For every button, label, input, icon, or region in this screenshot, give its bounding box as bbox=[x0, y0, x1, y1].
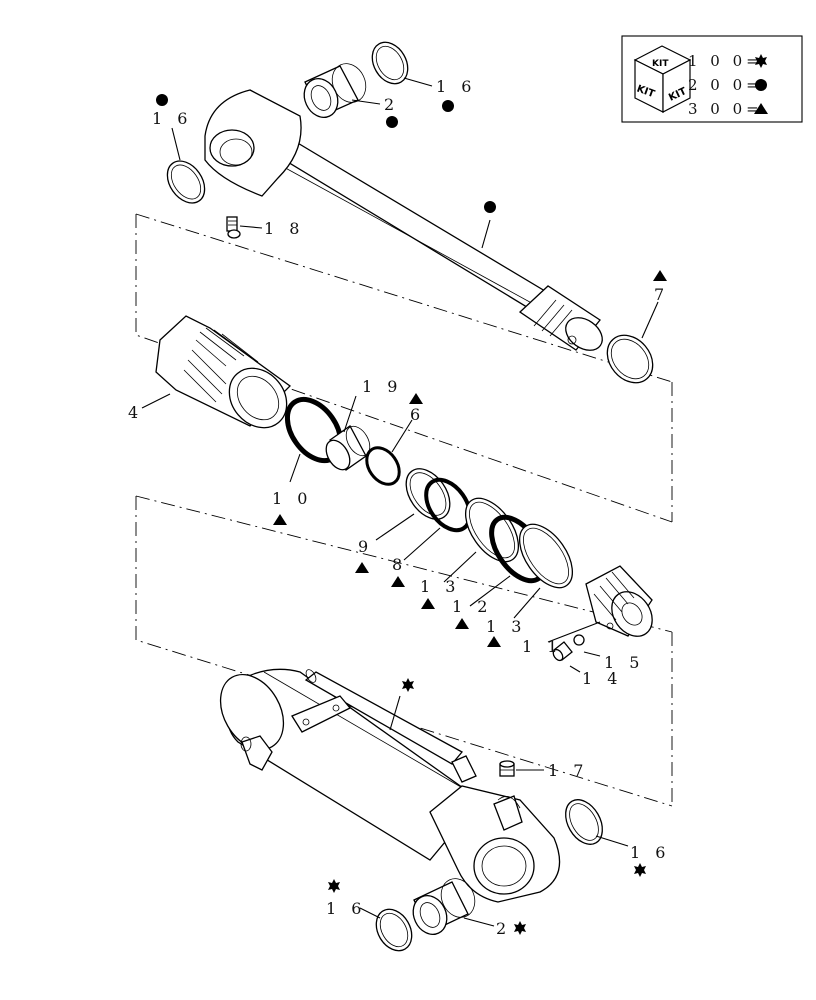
triangle-icon bbox=[421, 598, 435, 609]
callout-15: 1 5 bbox=[604, 653, 644, 672]
callout-11: 1 1 bbox=[522, 637, 562, 656]
seal-ring-6 bbox=[365, 446, 401, 486]
kit-badge-top: KIT bbox=[652, 59, 669, 69]
callout-8: 8 bbox=[392, 555, 407, 574]
callout-16-bottom-left: 1 6 bbox=[326, 899, 366, 918]
callout-16-top-left: 1 6 bbox=[152, 109, 192, 128]
seal-ring-16-top-left bbox=[166, 160, 206, 204]
triangle-icon bbox=[391, 576, 405, 587]
star-icon bbox=[755, 54, 767, 68]
callout-4: 4 bbox=[128, 403, 143, 422]
triangle-icon bbox=[754, 103, 768, 114]
set-screw-14 bbox=[552, 641, 573, 662]
callout-2-bottom: 2 bbox=[496, 919, 511, 938]
callout-13a: 1 3 bbox=[420, 577, 460, 596]
circle-icon bbox=[442, 100, 454, 112]
assembly-outline-lower bbox=[135, 495, 673, 807]
triangle-icon bbox=[653, 270, 667, 281]
kit-legend: KIT KIT KIT 1 0 0= 2 0 0= 3 0 0= bbox=[621, 35, 803, 123]
callout-7: 7 bbox=[654, 285, 669, 304]
seal-ring-16-top-right bbox=[371, 41, 409, 85]
circle-icon bbox=[386, 116, 398, 128]
kit-row-200-code: 2 0 0= bbox=[688, 76, 763, 94]
kit-row-300-code: 3 0 0= bbox=[688, 100, 763, 118]
seal-ring-16-bottom-left bbox=[375, 908, 413, 952]
kit-row-100-code: 1 0 0= bbox=[688, 52, 763, 70]
bushing-bottom bbox=[412, 878, 476, 935]
star-icon bbox=[328, 879, 340, 893]
assembly-outline-upper bbox=[135, 213, 673, 523]
callout-16-bottom-right: 1 6 bbox=[630, 843, 670, 862]
star-icon bbox=[634, 863, 646, 877]
callout-16-top-right: 1 6 bbox=[436, 77, 476, 96]
seal-ring-7 bbox=[606, 334, 654, 384]
bushing-19 bbox=[325, 425, 371, 471]
seal-ring-16-bottom-right bbox=[565, 799, 603, 845]
callout-10: 1 0 bbox=[272, 489, 312, 508]
bushing-top bbox=[303, 63, 367, 118]
circle-icon bbox=[484, 201, 496, 213]
callout-17: 1 7 bbox=[548, 761, 588, 780]
star-icon bbox=[514, 921, 526, 935]
circle-icon bbox=[755, 79, 767, 91]
ring-8 bbox=[424, 477, 472, 533]
callout-12: 1 2 bbox=[452, 597, 492, 616]
triangle-icon bbox=[455, 618, 469, 629]
cylinder-head-4 bbox=[155, 315, 291, 429]
cylinder-barrel bbox=[219, 668, 561, 903]
triangle-icon bbox=[409, 393, 423, 404]
triangle-icon bbox=[487, 636, 501, 647]
grease-fitting-17 bbox=[499, 760, 515, 777]
callout-19: 1 9 bbox=[362, 377, 402, 396]
ring-13b bbox=[518, 523, 574, 589]
callout-13b: 1 3 bbox=[486, 617, 526, 636]
kit-cube-icon: KIT KIT KIT bbox=[633, 45, 692, 113]
callout-18: 1 8 bbox=[264, 219, 304, 238]
grease-fitting-18 bbox=[226, 216, 241, 239]
ball-15 bbox=[573, 634, 585, 646]
callout-2-top: 2 bbox=[384, 95, 399, 114]
triangle-icon bbox=[355, 562, 369, 573]
piston-nut-11 bbox=[585, 565, 653, 637]
callout-labels: 2 1 6 1 6 1 8 7 4 1 9 6 1 0 9 8 1 3 1 2 … bbox=[128, 77, 670, 938]
circle-icon bbox=[156, 94, 168, 106]
callout-9: 9 bbox=[358, 537, 373, 556]
kit-markers bbox=[156, 94, 667, 935]
callout-14: 1 4 bbox=[582, 669, 622, 688]
star-icon bbox=[402, 678, 414, 692]
piston-rod bbox=[204, 89, 603, 351]
callout-6: 6 bbox=[410, 405, 425, 424]
leader-lines bbox=[141, 77, 659, 927]
triangle-icon bbox=[273, 514, 287, 525]
